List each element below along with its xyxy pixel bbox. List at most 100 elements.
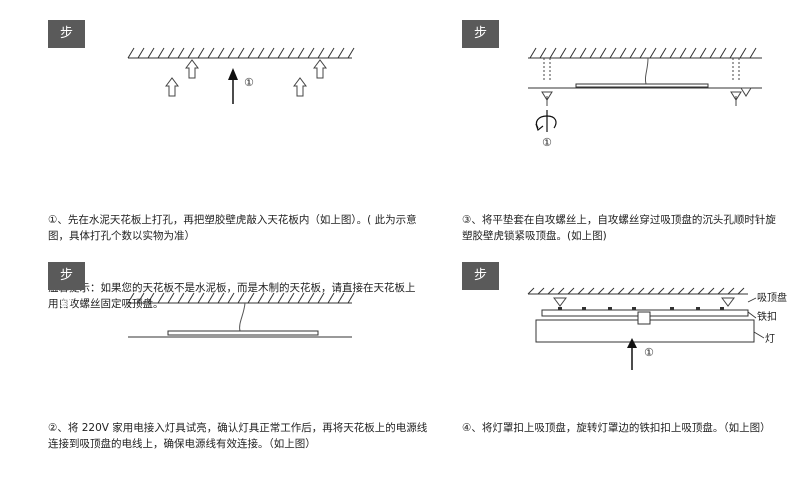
hatch-tick — [637, 287, 645, 295]
hatch-tick — [699, 47, 707, 59]
screw-right — [730, 58, 752, 106]
step-3-tab: 步骤三 — [462, 20, 500, 97]
center-block — [637, 311, 651, 325]
hatch-tick — [569, 47, 577, 59]
hatch-tick — [559, 47, 567, 59]
hatch-tick — [337, 47, 345, 59]
hatch-tick — [287, 47, 295, 59]
hatch-tick — [287, 292, 295, 304]
hatch-tick — [187, 292, 195, 304]
step-4-text: ④、将灯罩扣上吸顶盘，旋转灯罩边的铁扣扣上吸顶盘。（如上图） — [462, 422, 771, 434]
step-3-description: ③、将平垫套在自攻螺丝上，自攻螺丝穿过吸顶盘的沉头孔顺时针旋塑胶壁虎锁紧吸顶盘。… — [462, 180, 784, 276]
hatch-tick — [257, 47, 265, 59]
hatch-tick — [137, 292, 145, 304]
hatch-tick — [689, 47, 697, 59]
hatch-tick — [327, 47, 335, 59]
hatch-tick — [649, 47, 657, 59]
hatch-tick — [297, 47, 305, 59]
hatch-tick — [597, 287, 605, 295]
hatch-tick — [607, 287, 615, 295]
hatch-tick — [317, 47, 325, 59]
hatch-tick — [527, 287, 535, 295]
hatch-tick — [667, 287, 675, 295]
hatch-tick — [317, 292, 325, 304]
step-2-tab: 步骤二 — [48, 262, 86, 339]
hatch-tick — [599, 47, 607, 59]
hatch-tick — [669, 47, 677, 59]
step-1-description: ①、先在水泥天花板上打孔，再把塑胶壁虎敲入天花板内（如上图）。( 此为示意图，具… — [48, 180, 420, 344]
hatch-tick — [167, 292, 175, 304]
hatch-tick — [719, 47, 727, 59]
hatch-tick — [577, 287, 585, 295]
step-2-diagram — [127, 292, 355, 338]
hatch-tick — [187, 47, 195, 59]
hatch-tick — [539, 47, 547, 59]
hatch-tick — [727, 287, 735, 295]
hatch-tick — [247, 47, 255, 59]
mounting-plate — [575, 83, 709, 88]
screw-left — [541, 58, 553, 106]
power-wire — [644, 57, 649, 85]
mounting-plate — [167, 330, 319, 336]
step-1-note: 温馨提示：如果您的天花板不是水泥板，而是木制的天花板，请直接在天花板上用自攻螺丝… — [48, 282, 416, 310]
hatch-tick — [137, 47, 145, 59]
hatch-tick — [659, 47, 667, 59]
hatch-tick — [547, 287, 555, 295]
hatch-tick — [619, 47, 627, 59]
hatch-tick — [739, 47, 747, 59]
hatch-tick — [549, 47, 557, 59]
label-iron-clip: 铁扣 — [757, 310, 777, 323]
hatch-tick — [297, 292, 305, 304]
step-1-tab: 步骤一 — [48, 20, 86, 97]
hatch-tick — [717, 287, 725, 295]
hatch-tick — [267, 47, 275, 59]
ceiling-hatch — [527, 287, 745, 295]
step-1-text: ①、先在水泥天花板上打孔，再把塑胶壁虎敲入天花板内（如上图）。( 此为示意图，具… — [48, 214, 417, 242]
step-1-marker: ① — [244, 76, 254, 89]
hatch-tick — [627, 287, 635, 295]
step-4-diagram: 吸顶盘 铁扣 灯 ① — [527, 287, 787, 370]
hatch-tick — [677, 287, 685, 295]
hatch-tick — [207, 47, 215, 59]
hatch-tick — [157, 47, 165, 59]
hatch-tick — [277, 47, 285, 59]
hatch-tick — [307, 47, 315, 59]
step-2-text: ②、将 220V 家用电接入灯具试亮，确认灯具正常工作后，再将天花板上的电源线连… — [48, 422, 428, 450]
ceiling-hatch — [127, 47, 355, 59]
step-4-tab: 步骤四 — [462, 262, 500, 339]
ceiling-hatch — [127, 292, 355, 304]
hatch-tick — [177, 47, 185, 59]
hatch-tick — [237, 47, 245, 59]
hatch-tick — [257, 292, 265, 304]
hatch-tick — [127, 47, 135, 59]
drill-arrow — [228, 68, 238, 104]
step-4-marker: ① — [644, 346, 654, 359]
hatch-tick — [217, 47, 225, 59]
hatch-tick — [277, 292, 285, 304]
label-lamp: 灯 — [765, 333, 775, 345]
step-3-text: ③、将平垫套在自攻螺丝上，自攻螺丝穿过吸顶盘的沉头孔顺时针旋塑胶壁虎锁紧吸顶盘。… — [462, 214, 776, 242]
push-up-arrow — [627, 338, 637, 370]
hatch-tick — [707, 287, 715, 295]
hatch-tick — [657, 287, 665, 295]
hatch-tick — [127, 292, 135, 304]
hatch-tick — [609, 47, 617, 59]
screws — [553, 297, 735, 307]
wall-anchor-arrows — [165, 59, 327, 97]
hatch-tick — [347, 47, 355, 59]
hatch-tick — [617, 287, 625, 295]
hatch-tick — [157, 292, 165, 304]
hatch-tick — [337, 292, 345, 304]
hatch-tick — [729, 47, 737, 59]
hatch-tick — [247, 292, 255, 304]
label-mounting-plate: 吸顶盘 — [757, 291, 787, 304]
step-2-description: ②、将 220V 家用电接入灯具试亮，确认灯具正常工作后，再将天花板上的电源线连… — [48, 388, 428, 484]
hatch-tick — [737, 287, 745, 295]
hatch-tick — [537, 287, 545, 295]
label-lines — [747, 297, 765, 339]
hatch-tick — [227, 47, 235, 59]
hatch-tick — [557, 287, 565, 295]
step-4-description: ④、将灯罩扣上吸顶盘，旋转灯罩边的铁扣扣上吸顶盘。（如上图） — [462, 388, 784, 468]
hatch-tick — [347, 292, 355, 304]
ceiling-hatch — [529, 47, 757, 59]
